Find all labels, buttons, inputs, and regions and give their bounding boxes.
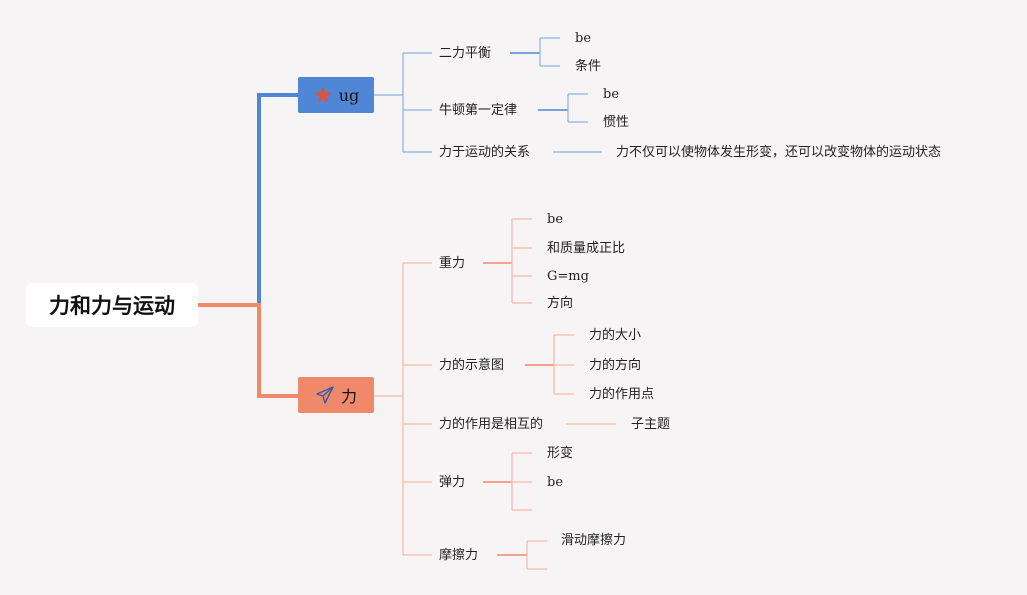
li-connectors	[374, 218, 616, 570]
leaf-sliding-friction[interactable]: 滑动摩擦力	[561, 533, 627, 548]
leaf-be[interactable]: be	[603, 87, 620, 102]
subtopic-balance[interactable]: 二力平衡	[439, 46, 492, 61]
subtopic-elastic-force[interactable]: 弹力	[439, 475, 466, 490]
main-topic-li[interactable]: 力	[298, 377, 374, 413]
subtopic-mutual-force[interactable]: 力的作用是相互的	[439, 417, 544, 432]
leaf-proportional-mass[interactable]: 和质量成正比	[547, 241, 626, 256]
star-icon	[313, 85, 333, 105]
connector-root-li	[198, 303, 298, 398]
leaf-force-direction[interactable]: 力的方向	[589, 358, 642, 373]
root-connectors	[198, 93, 298, 398]
leaf-be[interactable]: be	[547, 475, 564, 490]
leaf-deformation[interactable]: 形变	[547, 446, 574, 461]
leaf-force-point[interactable]: 力的作用点	[589, 387, 655, 402]
leaf-formula[interactable]: G=mg	[547, 269, 589, 284]
root-topic[interactable]: 力和力与运动	[26, 283, 198, 327]
connector-root-ug	[198, 93, 298, 307]
leaf-force-effect[interactable]: 力不仅可以使物体发生形变，还可以改变物体的运动状态	[616, 145, 942, 160]
leaf-be[interactable]: be	[575, 31, 592, 46]
main-topic-ug[interactable]: ug	[298, 77, 374, 113]
leaf-inertia[interactable]: 惯性	[603, 115, 630, 130]
subtopic-gravity[interactable]: 重力	[439, 256, 466, 271]
subtopic-newton-first-law[interactable]: 牛顿第一定律	[439, 103, 518, 118]
leaf-be[interactable]: be	[547, 212, 564, 227]
leaf-subtopic[interactable]: 子主题	[631, 417, 671, 432]
leaf-force-magnitude[interactable]: 力的大小	[589, 328, 642, 343]
ug-connectors	[374, 37, 602, 153]
subtopic-force-motion-relation[interactable]: 力于运动的关系	[439, 145, 531, 160]
leaf-direction[interactable]: 方向	[547, 296, 574, 311]
subtopic-friction[interactable]: 摩擦力	[439, 548, 479, 563]
leaf-condition[interactable]: 条件	[575, 59, 602, 74]
main-topic-label: 力	[340, 387, 357, 406]
root-topic-label: 力和力与运动	[49, 294, 175, 318]
main-topic-label: ug	[338, 85, 360, 105]
paper-plane-icon	[315, 385, 335, 405]
subtopic-force-diagram[interactable]: 力的示意图	[439, 358, 505, 373]
